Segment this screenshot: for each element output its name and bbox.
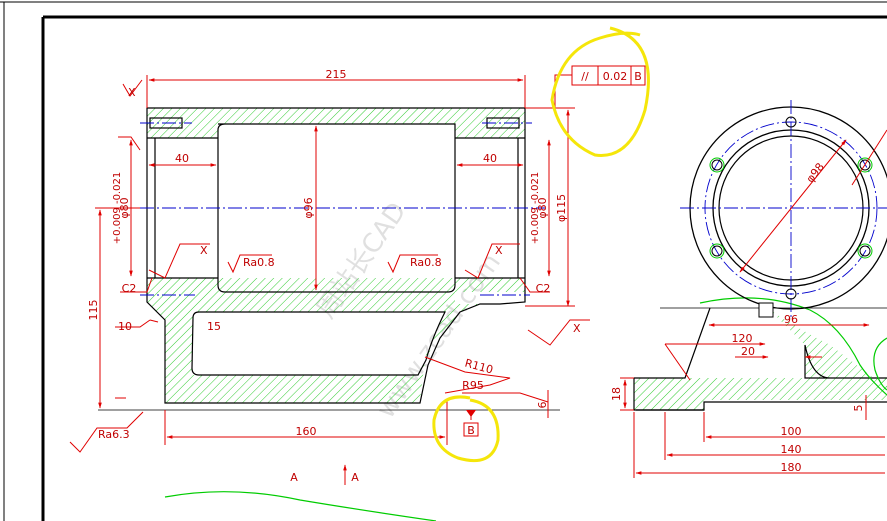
dim-c2-right: C2: [536, 282, 551, 295]
datum-label: B: [467, 424, 475, 437]
tolerance-value: 0.02: [603, 70, 628, 83]
front-section-view: // 0.02 B B 215 40 40 φ96 φ80 +0.009 -0.…: [69, 65, 646, 521]
bolt-hole-upper-left: [711, 159, 723, 171]
roughness-x-bottom-label: X: [573, 322, 581, 335]
dim-seat-left-tol: +0.009 -0.021: [112, 172, 123, 244]
side-rib-hatch: [770, 310, 887, 388]
leader-10: [115, 319, 151, 328]
leader-c2-left: [120, 277, 153, 293]
dim-215: 215: [326, 68, 347, 81]
highlight-tolerance: [550, 26, 650, 157]
side-base-recess: [704, 400, 887, 412]
leader-c2-right: [519, 277, 550, 293]
side-green-outline-2: [873, 337, 887, 391]
bolt-hole-upper-right: [859, 159, 871, 171]
roughness-x-top-label: X: [128, 86, 136, 99]
tolerance-datum: B: [634, 70, 642, 83]
roughness-x-left: [148, 243, 210, 279]
dim-20: 20: [741, 345, 755, 358]
tolerance-frame: // 0.02 B: [554, 65, 646, 108]
roughness-x-right: [464, 243, 520, 279]
side-key-square: [758, 302, 774, 318]
dim-r95: R95: [462, 379, 484, 392]
tolerance-symbol: //: [581, 70, 589, 83]
dim-seat-left: φ80: [118, 197, 131, 218]
roughness-ra-left: [227, 254, 272, 274]
dim-96: 96: [784, 313, 798, 326]
roughness-x-bottom: [527, 319, 590, 346]
leader-side-top: [851, 129, 887, 186]
roughness-ra-left-label: Ra0.8: [243, 256, 275, 269]
dim-6: 6: [536, 402, 549, 409]
section-label-right: A: [351, 471, 359, 484]
inner-bore: [217, 123, 456, 293]
dim-15: 15: [207, 320, 221, 333]
datum-triangle: [466, 410, 476, 417]
tolerance-leader: [554, 74, 572, 108]
bottom-wall-hatch: [147, 278, 525, 403]
leader-r110: [424, 356, 511, 394]
housing-outline: [146, 107, 526, 404]
bolt-hole-bottom: [785, 288, 797, 300]
dim-115: 115: [87, 300, 100, 321]
dim-c2-left: C2: [122, 282, 137, 295]
bolt-ring-upper-left: [709, 157, 725, 173]
roughness-ra-right: [387, 254, 438, 274]
roughness-x-top: [122, 79, 143, 97]
dim-5: 5: [852, 405, 865, 412]
annotations: [432, 26, 650, 463]
bolt-hole-lower-right: [859, 245, 871, 257]
dim-outer: φ115: [555, 194, 568, 222]
dim-seat-right-tol: +0.009 -0.021: [530, 172, 541, 244]
bolt-ring-lower-left: [709, 243, 725, 259]
datum-box: [463, 422, 479, 437]
roughness-x-right-label: X: [495, 244, 503, 257]
bolt-ring-lower-right: [857, 243, 873, 259]
dim-40-right: 40: [483, 152, 497, 165]
dim-40-left: 40: [175, 152, 189, 165]
leader-c2-top: [118, 136, 141, 151]
dim-100: 100: [781, 425, 802, 438]
side-bolt-holes: [709, 116, 873, 300]
leader-10b: [149, 319, 159, 323]
roughness-x-left-label: X: [200, 244, 208, 257]
dim-180: 180: [781, 461, 802, 474]
roughness-ra-base-label: Ra6.3: [98, 428, 130, 441]
datum-b: B: [463, 410, 479, 437]
roughness-ra-right-label: Ra0.8: [410, 256, 442, 269]
web-cutout: [191, 311, 446, 376]
dim-18: 18: [610, 387, 623, 401]
bolt-hole-top: [785, 116, 797, 128]
dim-bore: φ96: [302, 197, 315, 218]
top-wall-hatch: [147, 108, 525, 138]
roughness-ra-base: [69, 411, 144, 453]
side-green-outline: [699, 297, 887, 396]
section-label-left: A: [290, 471, 298, 484]
bolt-hole-lower-left: [711, 245, 723, 257]
dim-line-pcd: [739, 139, 847, 273]
bolt-ring-upper-right: [857, 157, 873, 173]
dim-160: 160: [296, 425, 317, 438]
dim-140: 140: [781, 443, 802, 456]
highlight-datum: [432, 395, 500, 463]
leader-r95: [462, 392, 549, 403]
leader-side-120: [664, 343, 691, 381]
dim-120: 120: [732, 332, 753, 345]
dim-seat-right: φ80: [536, 197, 549, 218]
section-outline-bottom: [164, 491, 437, 521]
dim-10: 10: [118, 320, 132, 333]
